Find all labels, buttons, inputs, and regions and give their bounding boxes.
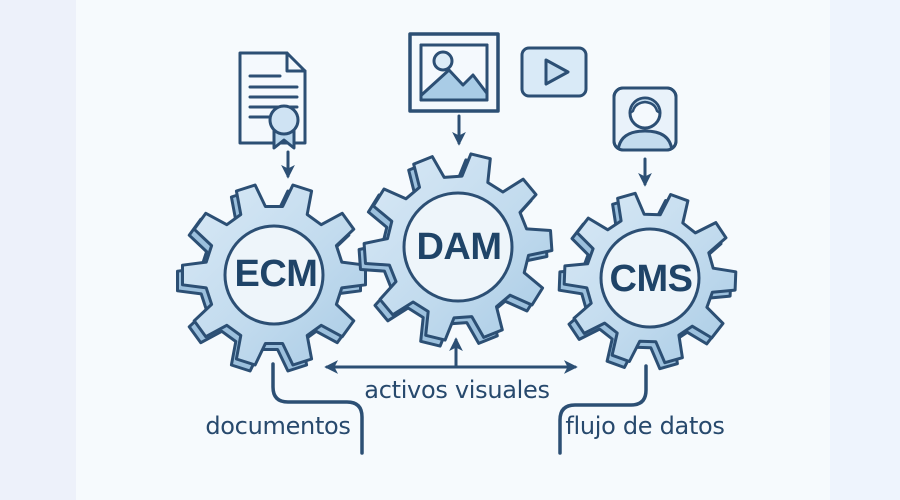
connector-arrows [281,114,652,374]
certificate-seal [268,104,300,136]
video-player-icon [520,46,588,98]
play-icon [544,58,570,86]
sun-shape [432,50,454,72]
shoulders-shape [616,129,674,150]
caption-brackets [271,362,648,455]
bracket-cms-data-flow [558,364,648,455]
user-avatar-icon [612,86,678,152]
caption-visual-assets: activos visuales [364,376,550,404]
image-icon [408,32,500,113]
hair-shape [628,96,662,115]
caption-documents: documentos [205,412,351,440]
background-right-strip [830,0,900,500]
gear-dam-hub [402,191,514,303]
mountains-shape [421,68,487,100]
background-left-strip [0,0,76,500]
gears-group [176,152,738,373]
gear-ecm-hub [223,224,325,326]
document-certificate-icon [238,51,307,150]
caption-data-flow: flujo de datos [565,412,725,440]
document-text-lines [248,74,299,119]
bracket-ecm-documents [271,362,364,455]
gear-cms-hub [599,227,701,329]
